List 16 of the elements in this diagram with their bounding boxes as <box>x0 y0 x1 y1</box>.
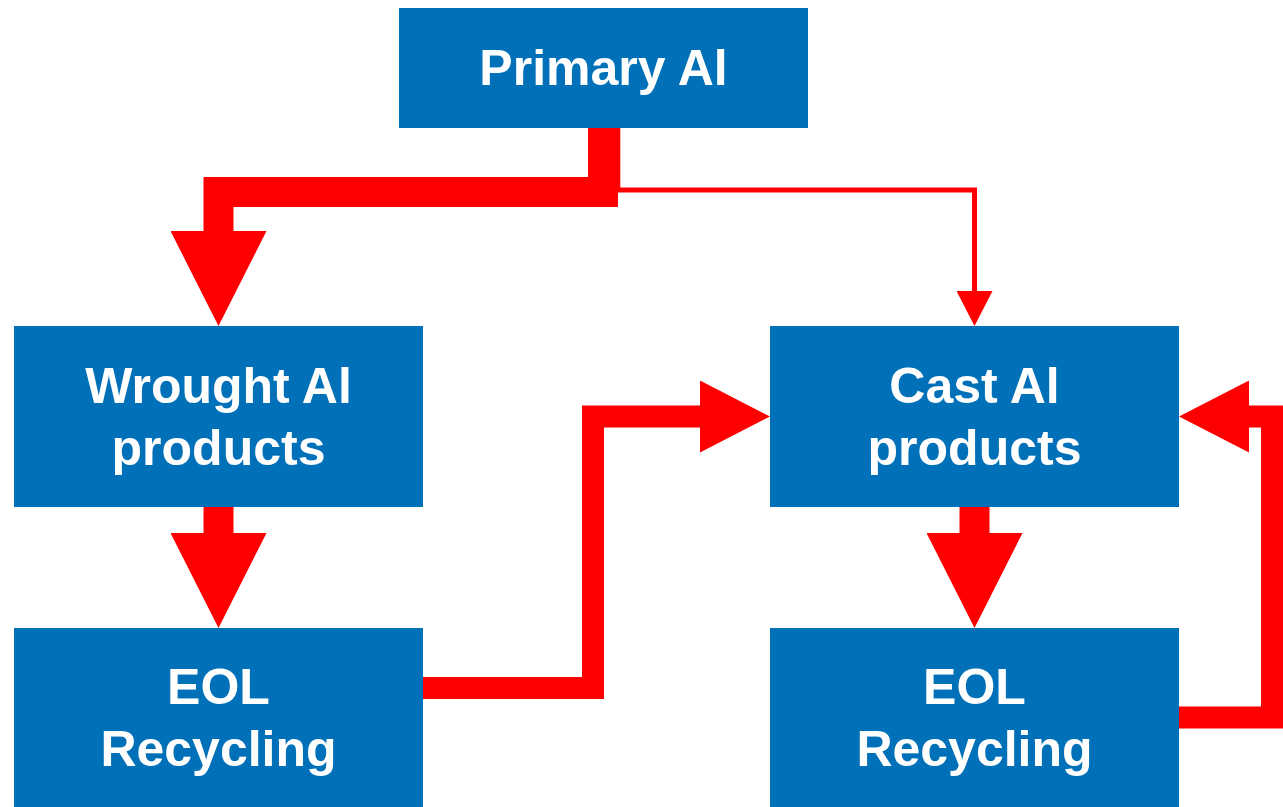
box-label: Wrought Al products <box>84 356 353 478</box>
arrow <box>926 507 1023 628</box>
process-box <box>770 326 1179 507</box>
box-label: Primary Al <box>479 39 728 98</box>
process-box <box>14 326 423 507</box>
arrow <box>170 128 618 326</box>
arrow <box>423 380 770 699</box>
box-label: EOL Recycling <box>99 657 338 779</box>
process-box <box>14 628 423 807</box>
box-label: EOL Recycling <box>855 657 1094 779</box>
arrow <box>1179 380 1283 729</box>
box-label: Cast Al products <box>866 356 1083 478</box>
arrow <box>170 507 267 628</box>
process-box <box>770 628 1179 807</box>
process-box <box>399 8 808 128</box>
arrow <box>615 128 993 326</box>
